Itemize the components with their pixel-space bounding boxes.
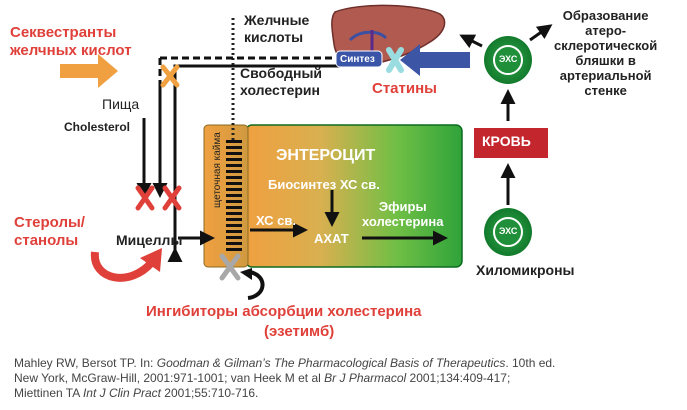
sterol-curved-arrow: [90, 248, 162, 282]
food-label: Пища: [102, 96, 140, 112]
sterol-block-x-1: [135, 185, 155, 211]
ces-badge-top: ЭХС: [499, 54, 518, 64]
sterol-block-x-2: [162, 185, 182, 211]
sequestrant-arrow: [60, 54, 118, 88]
free-cholesterol-label: Свободный холестерин: [240, 65, 323, 98]
synthesis-label: Синтез: [340, 54, 375, 65]
cholesterol-esters-label: Эфиры холестерина: [362, 199, 444, 229]
biosynthesis-label: Биосинтез ХС св.: [268, 177, 380, 192]
statin-block-x: [386, 47, 404, 73]
statin-arrow: [400, 44, 470, 76]
ces-badge-bottom: ЭХС: [499, 226, 518, 236]
chylomicrons-label: Хиломикроны: [476, 262, 575, 278]
ces-circle-top: [484, 36, 532, 84]
ces-circle-bottom: [484, 208, 532, 256]
reference-text: Mahley RW, Bersot TP. In: Goodman & Gilm…: [14, 356, 556, 400]
cholesterol-label: Cholesterol: [64, 120, 131, 134]
ezetimibe-curved-arrow: [240, 268, 265, 300]
sterols-label: Стеролы/ станолы: [14, 214, 85, 249]
liver-icon: [331, 4, 446, 68]
enterocyte-title: ЭНТЕРОЦИТ: [276, 147, 376, 164]
sequestrant-block-x: [160, 64, 180, 88]
free-cs-label: ХС св.: [256, 213, 297, 228]
absorption-inhibitors-label: Ингибиторы абсорбции холестерина: [146, 303, 422, 320]
brush-border: [203, 124, 249, 268]
brush-border-label: щеточная кайма: [212, 132, 223, 208]
statins-label: Статины: [372, 80, 437, 97]
right-arrows: [459, 24, 553, 205]
bile-acids-label: Желчные кислоты: [244, 12, 310, 45]
plaque-label: Образование атеро- склеротической бляшки…: [554, 8, 658, 98]
blood-box: [474, 128, 548, 158]
acat-label: АХАТ: [314, 231, 349, 246]
micelles-label: Мицеллы: [116, 232, 183, 248]
sequestrants-label: Секвестранты желчных кислот: [10, 24, 132, 59]
ezetimibe-block-x: [219, 253, 241, 281]
blood-label: КРОВЬ: [482, 133, 531, 149]
enterocyte-arrows: [250, 190, 448, 246]
ezetimibe-label: (эзетимб): [264, 323, 335, 340]
